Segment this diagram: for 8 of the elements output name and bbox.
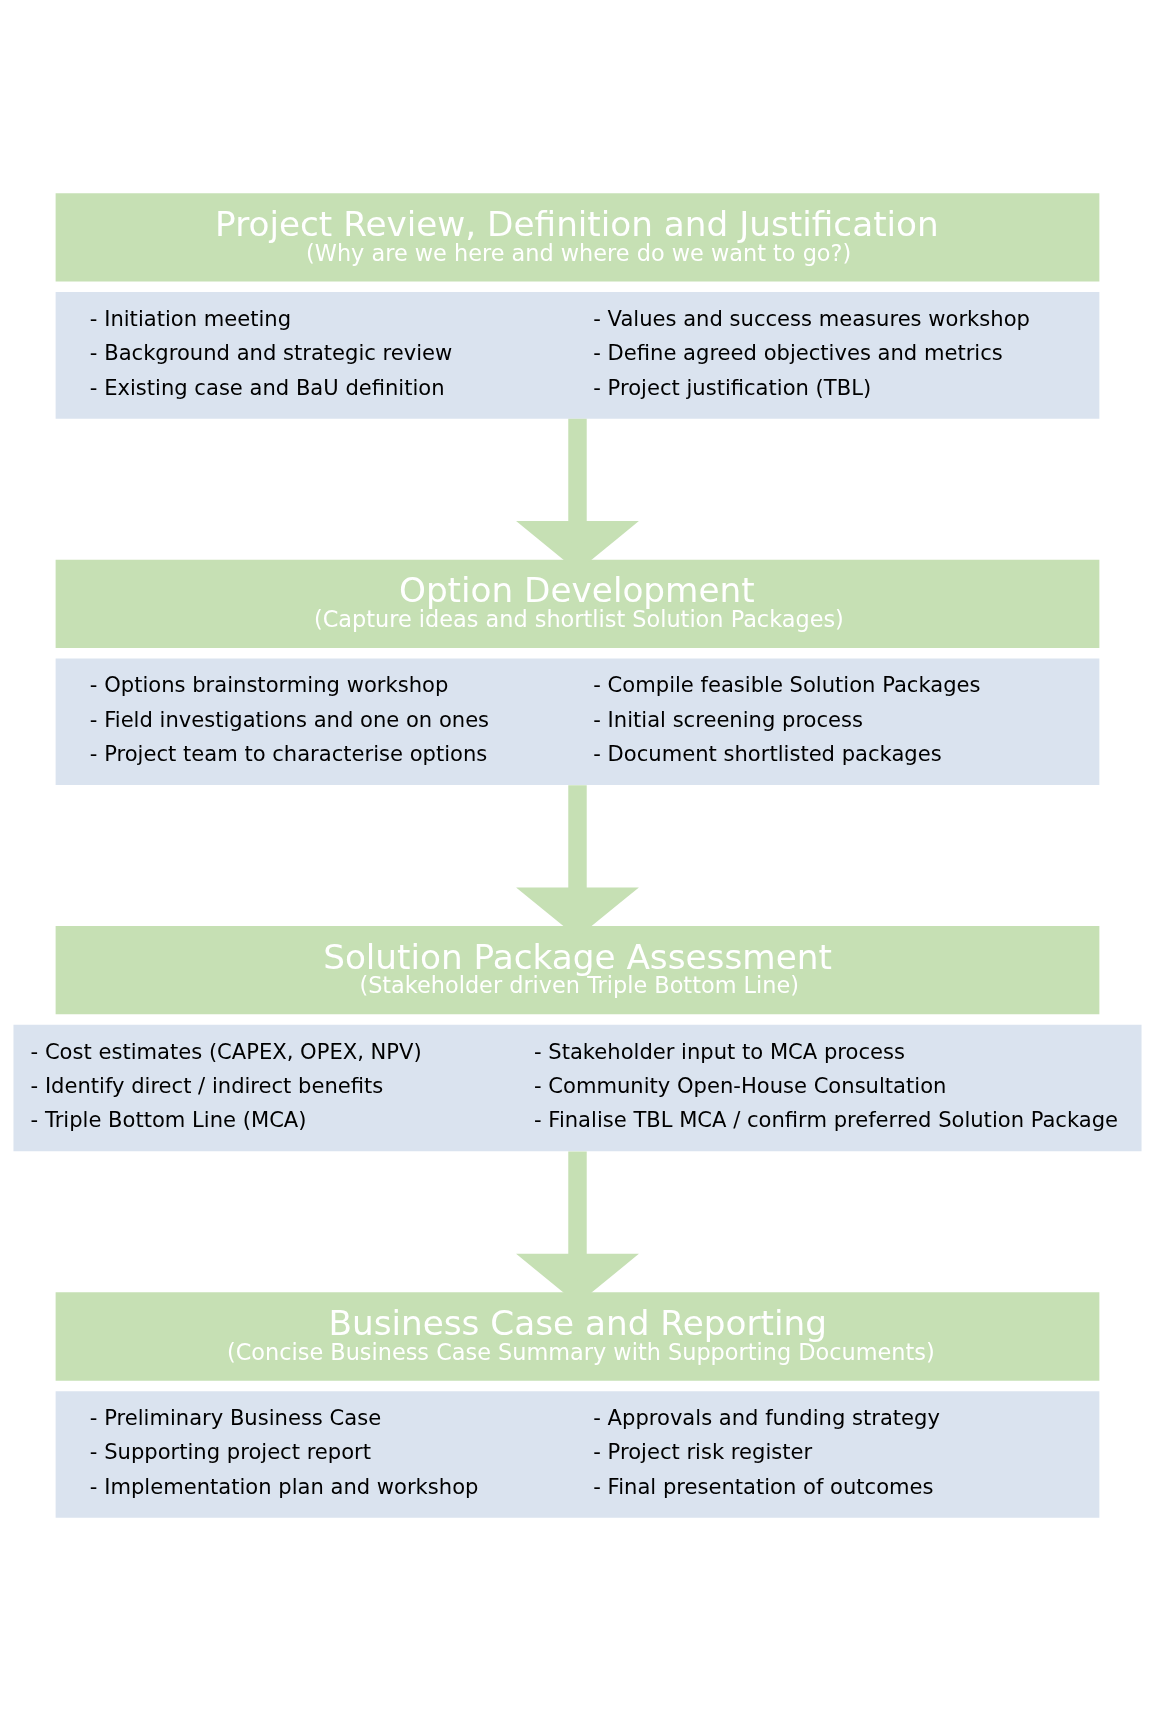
node-box: - Initiation meeting - Background and strategic review - Existing case and BaU definition - Values and success measures workshop - Define agreed objectives and metrics - Project justification (TBL)	[55, 292, 1100, 419]
node-box: - Cost estimates (CAPEX, OPEX, NPV) - Identify direct / indirect benefits - Triple Bottom Line (MCA) - Stakeholder input to MCA process - Community Open-House Consultation - Finalise TBL MCA / confirm preferred Solution Package	[13, 1024, 1142, 1152]
node-box: Option Development (Capture ideas and shortlist Solution Packages)	[55, 559, 1100, 648]
node-box: - Preliminary Business Case - Supporting project report - Implementation plan and workshop - Approvals and funding strategy - Project risk register - Final presentation of outcomes	[55, 1391, 1100, 1518]
node-box: Project Review, Definition and Justification (Why are we here and where do we want to go?)	[55, 193, 1100, 282]
node-box: - Options brainstorming workshop - Field investigations and one on ones - Project team to characterise options - Compile feasible Solution Packages - Initial screening process - Document shortlisted packages	[55, 658, 1100, 785]
node-box: Solution Package Assessment (Stakeholder driven Triple Bottom Line)	[55, 926, 1100, 1015]
node-box: Business Case and Reporting (Concise Business Case Summary with Supporting Documents)	[55, 1292, 1100, 1381]
